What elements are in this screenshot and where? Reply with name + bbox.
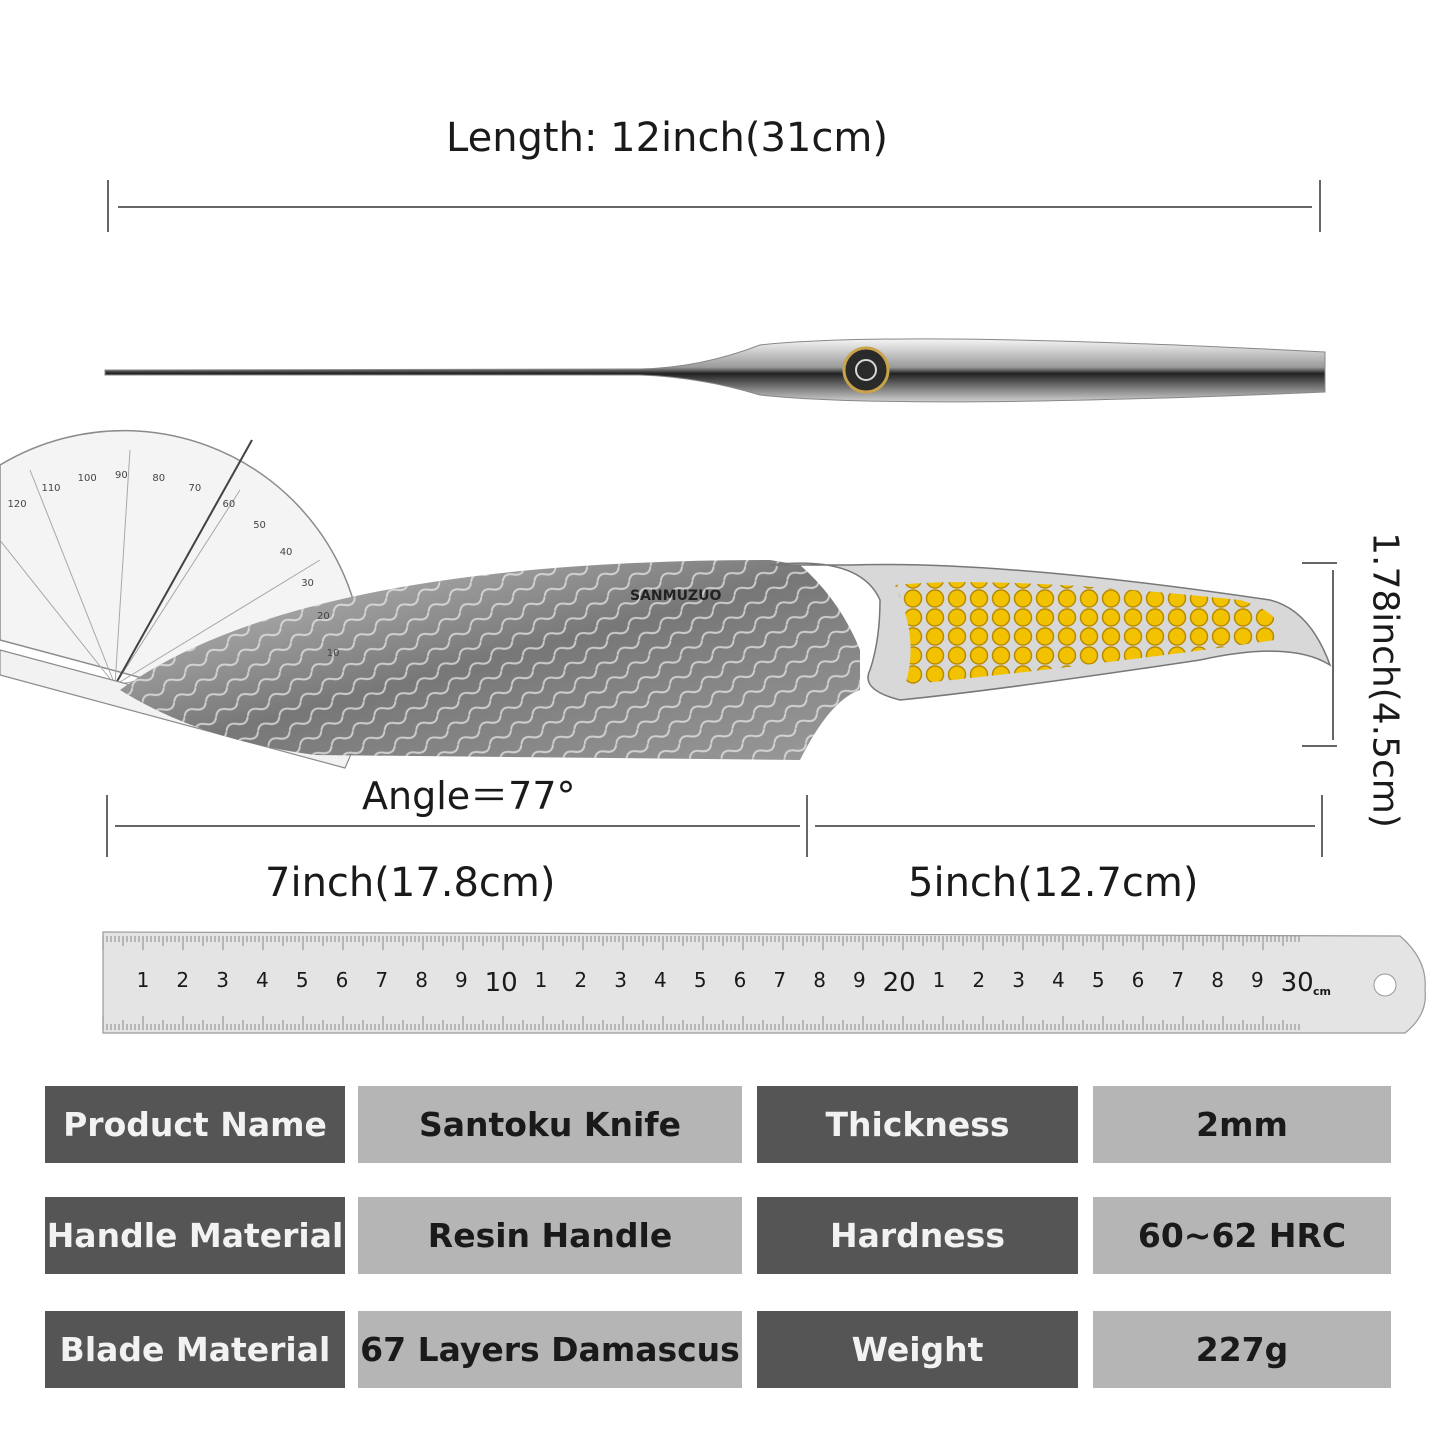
protractor-label: 30 [301, 577, 314, 589]
ruler-label: 6 [733, 968, 747, 992]
blade-length-label: 7inch(17.8cm) [265, 860, 556, 906]
ruler-label: 2 [176, 968, 190, 992]
ruler-label: 20 [882, 968, 916, 998]
ruler-label: 8 [1211, 968, 1224, 992]
spec-value: 60~62 HRC [1093, 1197, 1391, 1274]
protractor-label: 50 [253, 520, 266, 532]
protractor-label: 80 [152, 473, 166, 485]
ruler-label: 4 [256, 968, 269, 992]
spec-label: Handle Material [45, 1197, 345, 1274]
ruler-label: 1 [136, 968, 150, 992]
spec-value: 227g [1093, 1311, 1391, 1388]
ruler-label: 10 [484, 968, 518, 998]
spec-value: 2mm [1093, 1086, 1391, 1163]
spec-label: Hardness [757, 1197, 1078, 1274]
ruler-label: 30 [1280, 968, 1314, 998]
handle-length-label: 5inch(12.7cm) [908, 860, 1199, 906]
height-dimension-line [1302, 562, 1337, 747]
ruler-label: 6 [335, 968, 349, 992]
height-label: 1.78inch(4.5cm) [1364, 532, 1406, 828]
spec-value: Santoku Knife [358, 1086, 742, 1163]
ruler-label: 4 [1052, 968, 1065, 992]
ruler-label: 3 [1012, 968, 1025, 992]
ruler-label: 3 [614, 968, 627, 992]
ruler-label: 7 [1171, 968, 1185, 992]
ruler-label: 9 [853, 968, 866, 992]
length-dimension-line [107, 180, 1321, 232]
ruler-label: 7 [773, 968, 787, 992]
ruler-label: 2 [972, 968, 986, 992]
protractor-label: 10 [326, 647, 340, 659]
ruler-label: 6 [1131, 968, 1145, 992]
protractor-label: 60 [222, 498, 236, 510]
knife-side-view [120, 560, 1332, 760]
ruler-label: 1 [932, 968, 946, 992]
protractor-label: 40 [279, 546, 293, 558]
length-label: Length: 12inch(31cm) [446, 115, 888, 161]
spec-value: 67 Layers Damascus [358, 1311, 742, 1388]
ruler-label: 9 [1251, 968, 1264, 992]
ruler-label: 8 [415, 968, 428, 992]
spec-label: Thickness [757, 1086, 1078, 1163]
protractor-label: 110 [41, 482, 61, 494]
blade-handle-dimension-line [106, 795, 1323, 857]
ruler-label: 3 [216, 968, 229, 992]
ruler-label: 7 [375, 968, 389, 992]
mosaic-pin-icon [842, 346, 890, 394]
angle-label: Angle＝77° [362, 774, 576, 818]
spec-label: Product Name [45, 1086, 345, 1163]
spec-value: Resin Handle [358, 1197, 742, 1274]
protractor-label: 70 [188, 482, 202, 494]
ruler-label: 8 [813, 968, 826, 992]
ruler-label: 5 [693, 968, 707, 992]
spec-label: Blade Material [45, 1311, 345, 1388]
protractor-label: 100 [77, 473, 97, 485]
ruler-label: 2 [574, 968, 588, 992]
ruler-label: 5 [295, 968, 309, 992]
protractor-label: 90 [115, 470, 128, 481]
protractor-label: 20 [317, 611, 330, 623]
ruler [102, 931, 1426, 1034]
protractor-label: 120 [7, 498, 27, 510]
ruler-label: 4 [654, 968, 667, 992]
brand-logo: SANMUZUO [630, 588, 722, 604]
spec-label: Weight [757, 1311, 1078, 1388]
ruler-label: 9 [455, 968, 468, 992]
ruler-unit: cm [1313, 985, 1331, 998]
ruler-label: 5 [1091, 968, 1105, 992]
knife-top-view [104, 338, 1326, 403]
ruler-label: 1 [534, 968, 548, 992]
